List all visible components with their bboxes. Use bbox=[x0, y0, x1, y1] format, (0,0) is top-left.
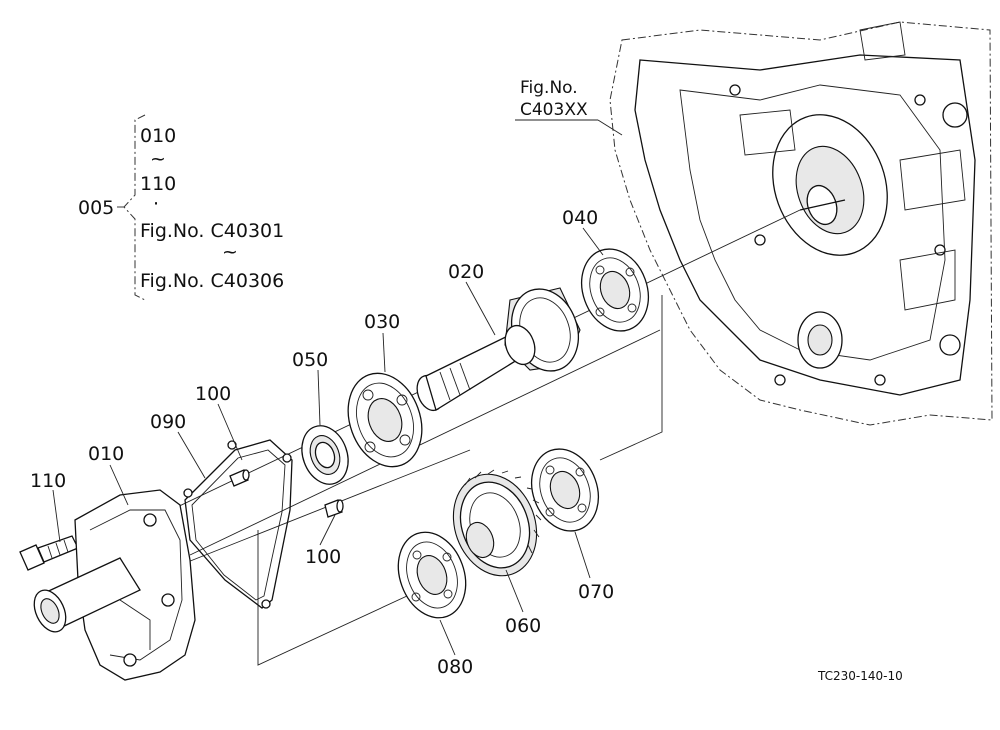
legend-tilde-2: ~ bbox=[222, 241, 238, 263]
case-ref-line1: Fig.No. bbox=[520, 78, 578, 98]
callout-020: 020 bbox=[448, 261, 484, 283]
part-060-gear bbox=[452, 469, 542, 577]
case-ref-line2: C403XX bbox=[520, 100, 588, 120]
callout-100-upper: 100 bbox=[195, 383, 231, 405]
part-050-oil-seal bbox=[301, 425, 349, 485]
legend-tilde-1: ~ bbox=[150, 148, 166, 170]
legend-dot: · bbox=[153, 193, 159, 215]
legend-fig-start: Fig.No. C40301 bbox=[140, 220, 284, 242]
part-030-bearing bbox=[347, 372, 423, 468]
part-110-bolt bbox=[19, 535, 79, 571]
callout-100-lower: 100 bbox=[305, 546, 341, 568]
part-010-cover bbox=[33, 489, 196, 681]
case-reference: Fig.No. C403XX bbox=[520, 78, 588, 120]
callout-030: 030 bbox=[364, 311, 400, 333]
part-090-gasket bbox=[183, 439, 293, 609]
drawing-code: TC230-140-10 bbox=[817, 669, 903, 683]
callout-090: 090 bbox=[150, 411, 186, 433]
legend-fig-end: Fig.No. C40306 bbox=[140, 270, 284, 292]
part-080-bearing bbox=[397, 531, 467, 619]
callout-080: 080 bbox=[437, 656, 473, 678]
legend-bracket bbox=[117, 114, 146, 301]
callout-070: 070 bbox=[578, 581, 614, 603]
part-040-bearing bbox=[581, 248, 649, 332]
callout-010: 010 bbox=[88, 443, 124, 465]
legend: 005 010 ~ 110 · Fig.No. C40301 ~ Fig.No.… bbox=[78, 125, 284, 292]
part-100-dowel-pins bbox=[229, 469, 344, 518]
transmission-case bbox=[609, 21, 993, 426]
part-070-bearing bbox=[531, 448, 599, 532]
legend-group-ref: 005 bbox=[78, 197, 114, 219]
part-020-gear-shaft bbox=[416, 287, 581, 412]
leader-lines bbox=[52, 119, 623, 656]
part-callouts: 110 010 090 100 050 030 020 040 100 070 … bbox=[30, 207, 614, 678]
callout-060: 060 bbox=[505, 615, 541, 637]
callout-110: 110 bbox=[30, 470, 66, 492]
callout-040: 040 bbox=[562, 207, 598, 229]
legend-range-start: 010 bbox=[140, 125, 176, 147]
legend-range-end: 110 bbox=[140, 173, 176, 195]
callout-050: 050 bbox=[292, 349, 328, 371]
